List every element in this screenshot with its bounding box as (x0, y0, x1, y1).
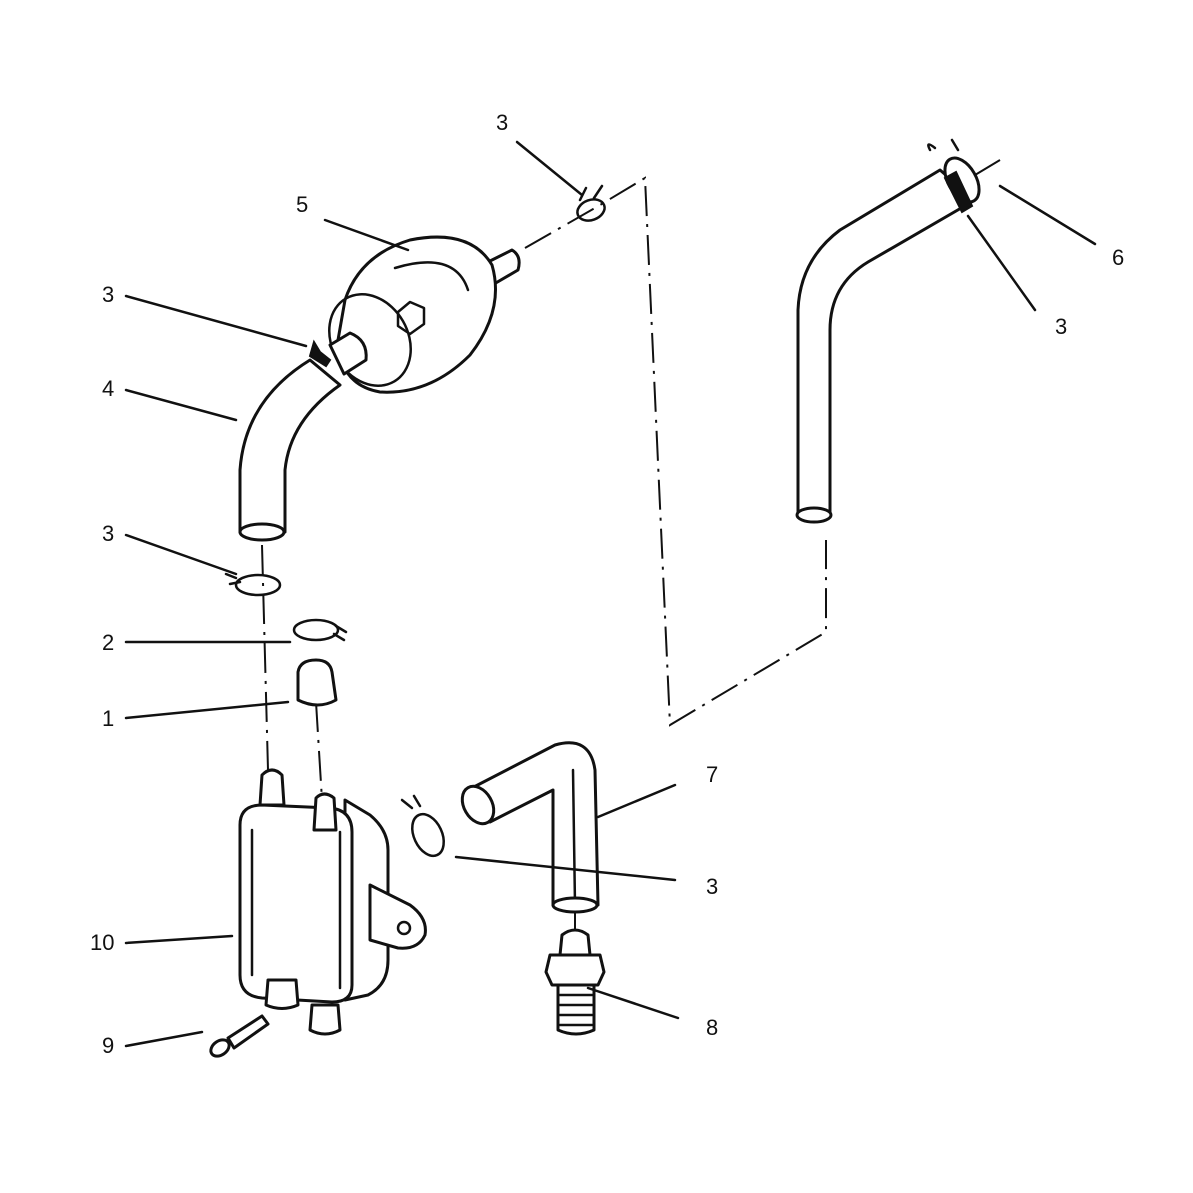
fuel-hose-4 (238, 339, 342, 542)
callout-9: 9 (102, 1033, 114, 1058)
hose-clamp-lower (400, 794, 445, 858)
callout-3-right: 3 (1055, 314, 1067, 339)
callout-5: 5 (296, 192, 308, 217)
callout-4: 4 (102, 376, 114, 401)
callout-8: 8 (706, 1015, 718, 1040)
callout-labels: 3 5 3 4 3 2 1 10 9 6 3 7 3 8 (90, 110, 1124, 1058)
callout-7: 7 (706, 762, 718, 787)
leader-lines (124, 140, 1097, 1048)
fuel-filter (328, 235, 521, 394)
callout-3-top: 3 (496, 110, 508, 135)
hose-fitting (544, 928, 606, 1036)
fuel-pump (238, 768, 427, 1036)
callout-10: 10 (90, 930, 114, 955)
callout-3-filter: 3 (102, 282, 114, 307)
callout-6: 6 (1112, 245, 1124, 270)
callout-2: 2 (102, 630, 114, 655)
callout-1: 1 (102, 706, 114, 731)
assembly-centerlines (261, 159, 1001, 930)
hose-clamp-middle (224, 572, 282, 597)
callout-3-hose: 3 (102, 521, 114, 546)
mounting-screw (209, 1014, 270, 1058)
fuel-hose-6 (795, 138, 981, 524)
callout-3-lower: 3 (706, 874, 718, 899)
fitting-cap (296, 658, 338, 707)
hose-clamp-top (576, 184, 606, 222)
fuel-hose-7 (460, 741, 600, 914)
hose-clamp-2 (292, 618, 348, 642)
